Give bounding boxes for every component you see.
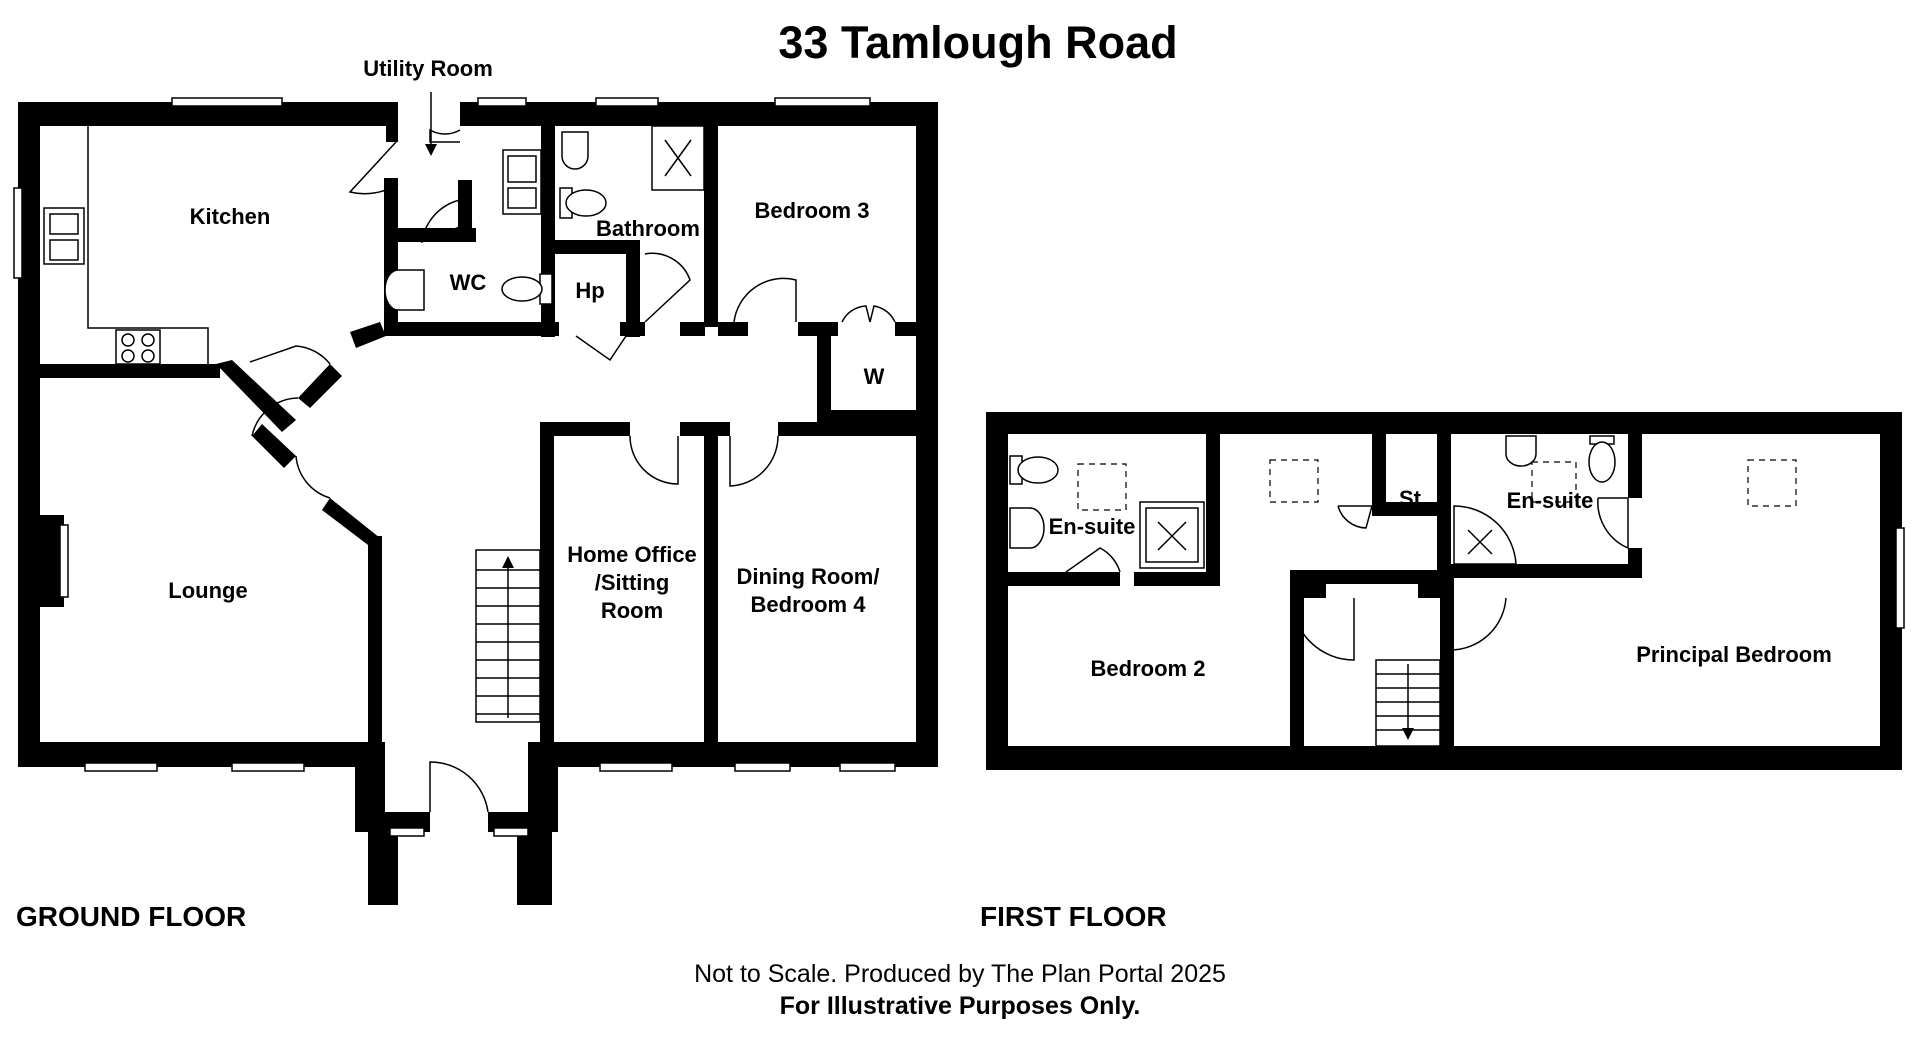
room-label-lounge: Lounge: [168, 578, 247, 603]
room-label-ensuite-left: En-suite: [1049, 514, 1136, 539]
room-label-utility: Utility Room: [363, 56, 493, 81]
plan-title: 33 Tamlough Road: [778, 17, 1177, 68]
room-label-wc: WC: [450, 270, 487, 295]
room-label-bedroom-2: Bedroom 2: [1091, 656, 1206, 681]
first-floor-plan: [986, 412, 1905, 770]
room-label-kitchen: Kitchen: [190, 204, 271, 229]
first-floor-label: FIRST FLOOR: [980, 901, 1167, 932]
room-label-w: W: [864, 364, 885, 389]
room-label-principal-bedroom: Principal Bedroom: [1636, 642, 1832, 667]
room-label-office-line1: Home Office: [567, 542, 697, 567]
room-label-dining-line2: Bedroom 4: [751, 592, 867, 617]
room-label-ensuite-right: En-suite: [1507, 488, 1594, 513]
room-label-office-line2: /Sitting: [595, 570, 670, 595]
footer-disclaimer: Not to Scale. Produced by The Plan Porta…: [694, 960, 1226, 988]
room-label-hp: Hp: [575, 278, 604, 303]
room-label-office-line3: Room: [601, 598, 663, 623]
room-label-st: St: [1399, 486, 1422, 511]
footer-illustrative-note: For Illustrative Purposes Only.: [780, 992, 1141, 1020]
ground-floor-plan: [13, 92, 938, 905]
ground-floor-label: GROUND FLOOR: [16, 901, 246, 932]
room-label-dining-line1: Dining Room/: [737, 564, 880, 589]
room-label-bedroom-3: Bedroom 3: [755, 198, 870, 223]
room-label-bathroom: Bathroom: [596, 216, 700, 241]
